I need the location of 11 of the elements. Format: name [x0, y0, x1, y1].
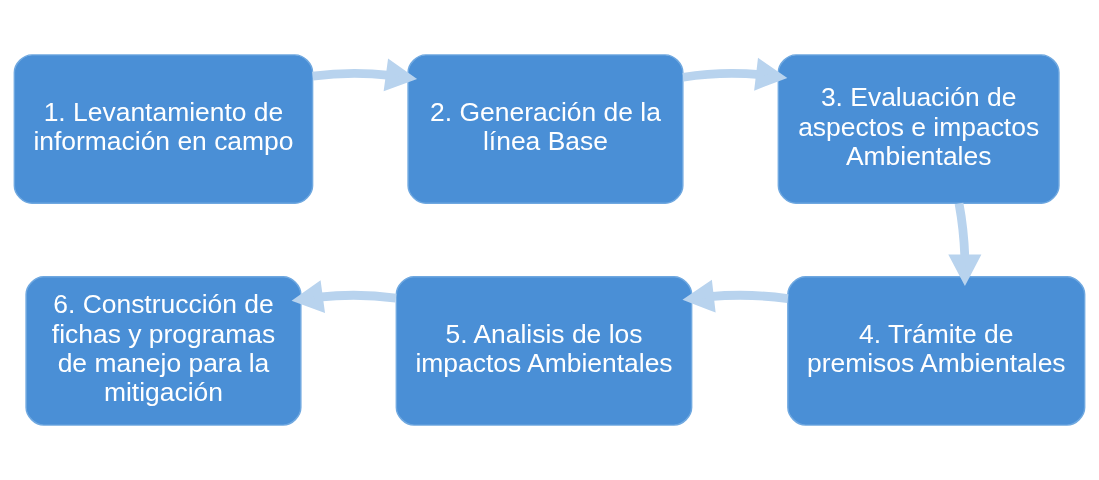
- node-box: 1. Levantamiento de información en campo: [13, 54, 314, 204]
- arrow: [948, 202, 982, 286]
- arrow: [291, 280, 397, 314]
- node-box: 4. Trámite de premisos Ambientales: [787, 276, 1086, 426]
- node-box: 2. Generación de la línea Base: [407, 54, 684, 204]
- node-box: 6. Construcción de fichas y programas de manejo para la mitigación: [25, 276, 302, 426]
- arrow: [682, 279, 789, 313]
- node-box: 5. Analisis de los impactos Ambientales: [395, 276, 693, 426]
- node-box: 3. Evaluación de aspectos e impactos Ambientales: [777, 54, 1060, 204]
- arrow: [682, 57, 788, 91]
- arrow: [312, 58, 418, 92]
